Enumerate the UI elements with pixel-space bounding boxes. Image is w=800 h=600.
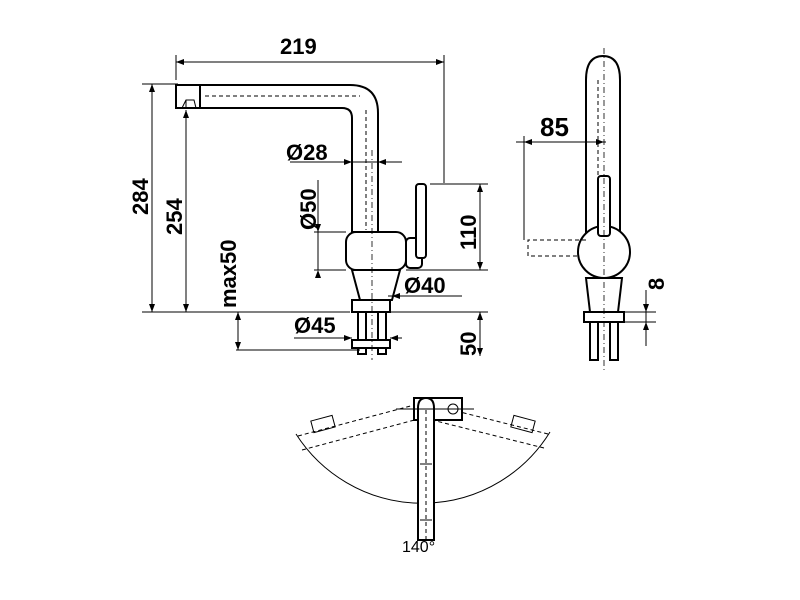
arrow bbox=[392, 293, 400, 299]
reach-label: 85 bbox=[540, 112, 569, 142]
side-spout bbox=[585, 54, 621, 233]
right-head bbox=[510, 414, 536, 434]
gap-label: 8 bbox=[644, 278, 669, 290]
lever-handle bbox=[415, 183, 427, 259]
arrow bbox=[477, 312, 483, 320]
arrow bbox=[149, 304, 155, 312]
body-diameter-label: Ø50 bbox=[296, 188, 321, 230]
arrow bbox=[477, 262, 483, 270]
total-height-label: 284 bbox=[128, 178, 153, 215]
front-view: 219 284 254 max50 Ø28 Ø50 Ø40 bbox=[128, 34, 488, 360]
arrow bbox=[643, 322, 649, 330]
base-diameter-label: Ø40 bbox=[404, 273, 446, 298]
arrow bbox=[378, 159, 386, 165]
width-label: 219 bbox=[280, 34, 317, 59]
left-head bbox=[310, 414, 336, 434]
shank-right bbox=[377, 311, 387, 355]
shank-left bbox=[357, 311, 367, 355]
hole-diameter-label: Ø45 bbox=[294, 313, 336, 338]
mounting-plate bbox=[351, 299, 391, 313]
arrow bbox=[524, 139, 532, 145]
swivel-angle-label: 140° bbox=[402, 539, 435, 556]
arrow bbox=[596, 139, 604, 145]
arrow bbox=[643, 304, 649, 312]
arrow bbox=[235, 342, 241, 350]
spray-head bbox=[175, 84, 201, 109]
faucet-body bbox=[345, 231, 407, 271]
arrow bbox=[477, 348, 483, 356]
arrow bbox=[315, 270, 321, 278]
side-hose-outline bbox=[527, 239, 586, 257]
arrow bbox=[149, 84, 155, 92]
spout-height-label: 254 bbox=[162, 198, 187, 235]
arrow bbox=[183, 110, 189, 118]
base-collar bbox=[350, 269, 402, 301]
side-shank-right bbox=[609, 321, 619, 361]
arrow bbox=[344, 159, 352, 165]
mount-thickness-label: max50 bbox=[216, 239, 241, 308]
arrow bbox=[315, 224, 321, 232]
arrow bbox=[344, 335, 352, 341]
shank-length-label: 50 bbox=[456, 332, 481, 356]
arrow bbox=[235, 312, 241, 320]
spout-outline bbox=[175, 84, 379, 233]
arrow bbox=[436, 59, 444, 65]
lever-height-label: 110 bbox=[456, 215, 481, 251]
arrow bbox=[477, 184, 483, 192]
spout-diameter-label: Ø28 bbox=[286, 140, 328, 165]
mounting-nut bbox=[351, 339, 391, 349]
top-view: 140° bbox=[295, 396, 551, 556]
arrow bbox=[183, 304, 189, 312]
side-view: 85 8 bbox=[516, 48, 669, 372]
spout-left-position bbox=[297, 403, 423, 451]
side-shank-left bbox=[589, 321, 599, 361]
arrow bbox=[176, 59, 184, 65]
spray-outlet bbox=[181, 99, 197, 109]
